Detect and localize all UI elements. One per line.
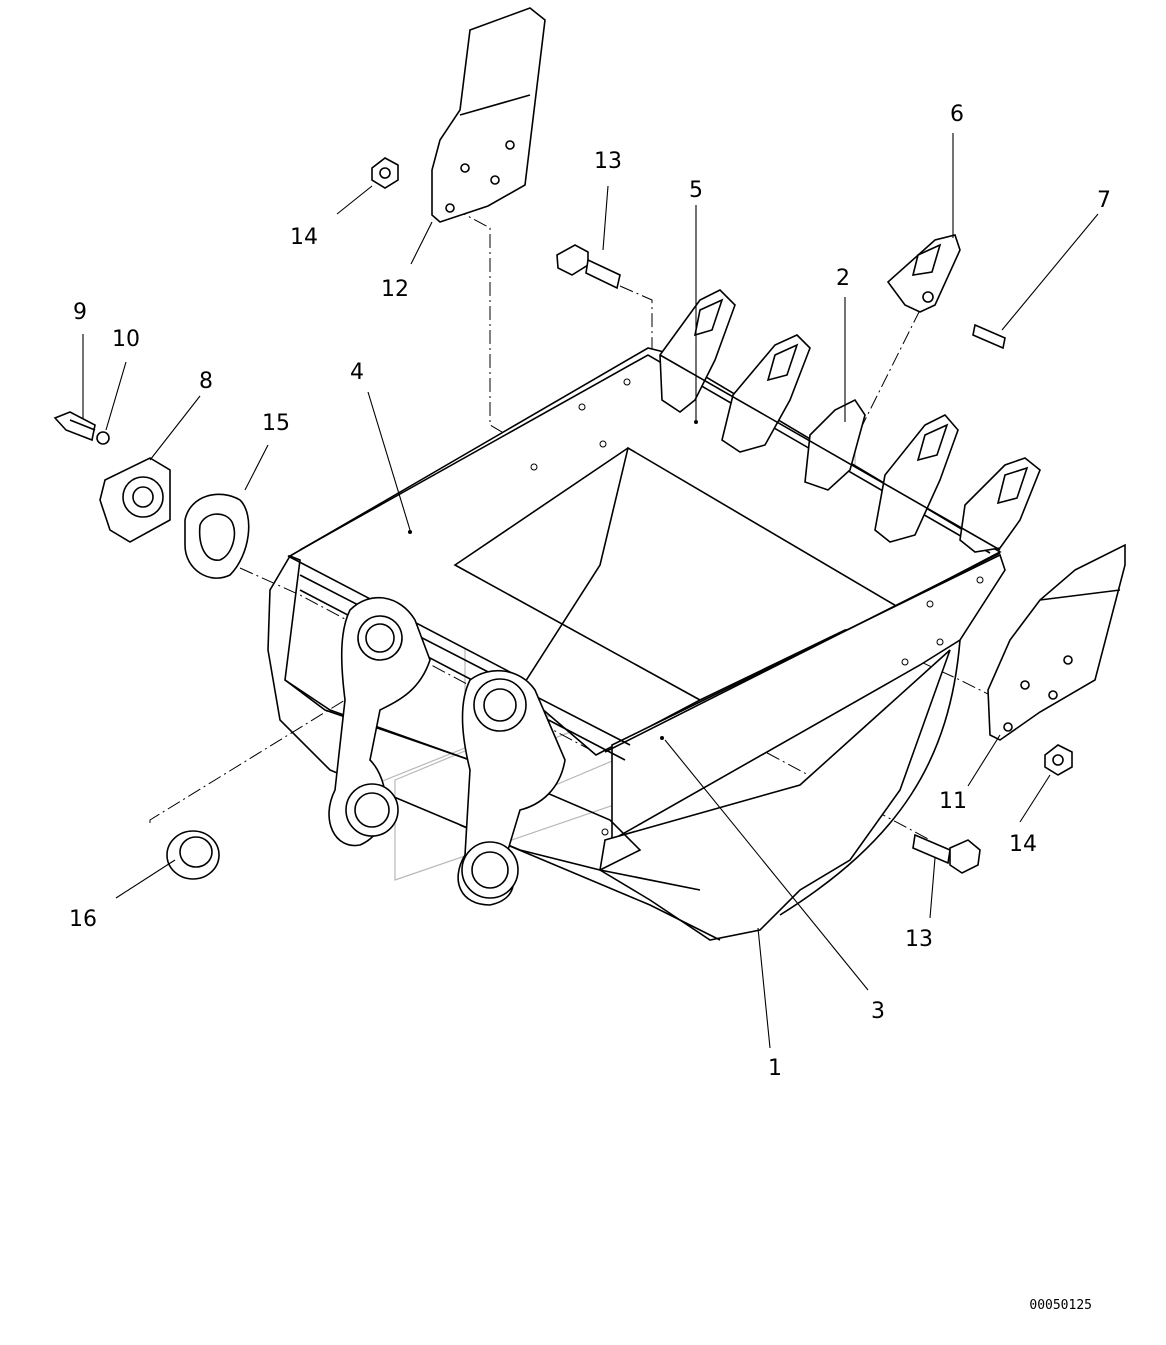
tooth-and-pin bbox=[886, 234, 1006, 350]
callout-10: 10 bbox=[112, 327, 140, 352]
callout-13-top: 13 bbox=[594, 149, 622, 174]
callout-15: 15 bbox=[262, 411, 290, 436]
side-cutter-left bbox=[431, 7, 546, 223]
callout-6: 6 bbox=[950, 102, 964, 127]
callout-3: 3 bbox=[871, 999, 885, 1024]
bucket-brackets bbox=[328, 596, 566, 906]
nuts bbox=[371, 157, 1073, 776]
callout-14-right: 14 bbox=[1009, 832, 1037, 857]
callout-5: 5 bbox=[689, 178, 703, 203]
callout-4: 4 bbox=[350, 360, 364, 385]
callout-2: 2 bbox=[836, 266, 850, 291]
callout-labels: 1 2 3 4 5 6 7 8 9 10 11 12 13 13 14 14 1… bbox=[69, 102, 1111, 1081]
bucket-body bbox=[267, 347, 1006, 941]
callout-13-bottom: 13 bbox=[905, 927, 933, 952]
bolts bbox=[556, 244, 981, 874]
callout-7: 7 bbox=[1097, 188, 1111, 213]
leader-lines bbox=[82, 133, 1099, 1049]
figure-code: 00050125 bbox=[1029, 1298, 1092, 1313]
small-parts bbox=[53, 411, 250, 880]
callout-8: 8 bbox=[199, 369, 213, 394]
callout-11: 11 bbox=[939, 789, 967, 814]
callout-14-left: 14 bbox=[290, 225, 318, 250]
callout-9: 9 bbox=[73, 300, 87, 325]
callout-16: 16 bbox=[69, 907, 97, 932]
bucket-teeth bbox=[659, 289, 1041, 553]
callout-1: 1 bbox=[768, 1056, 782, 1081]
callout-12: 12 bbox=[381, 277, 409, 302]
side-cutter-right bbox=[987, 543, 1126, 741]
